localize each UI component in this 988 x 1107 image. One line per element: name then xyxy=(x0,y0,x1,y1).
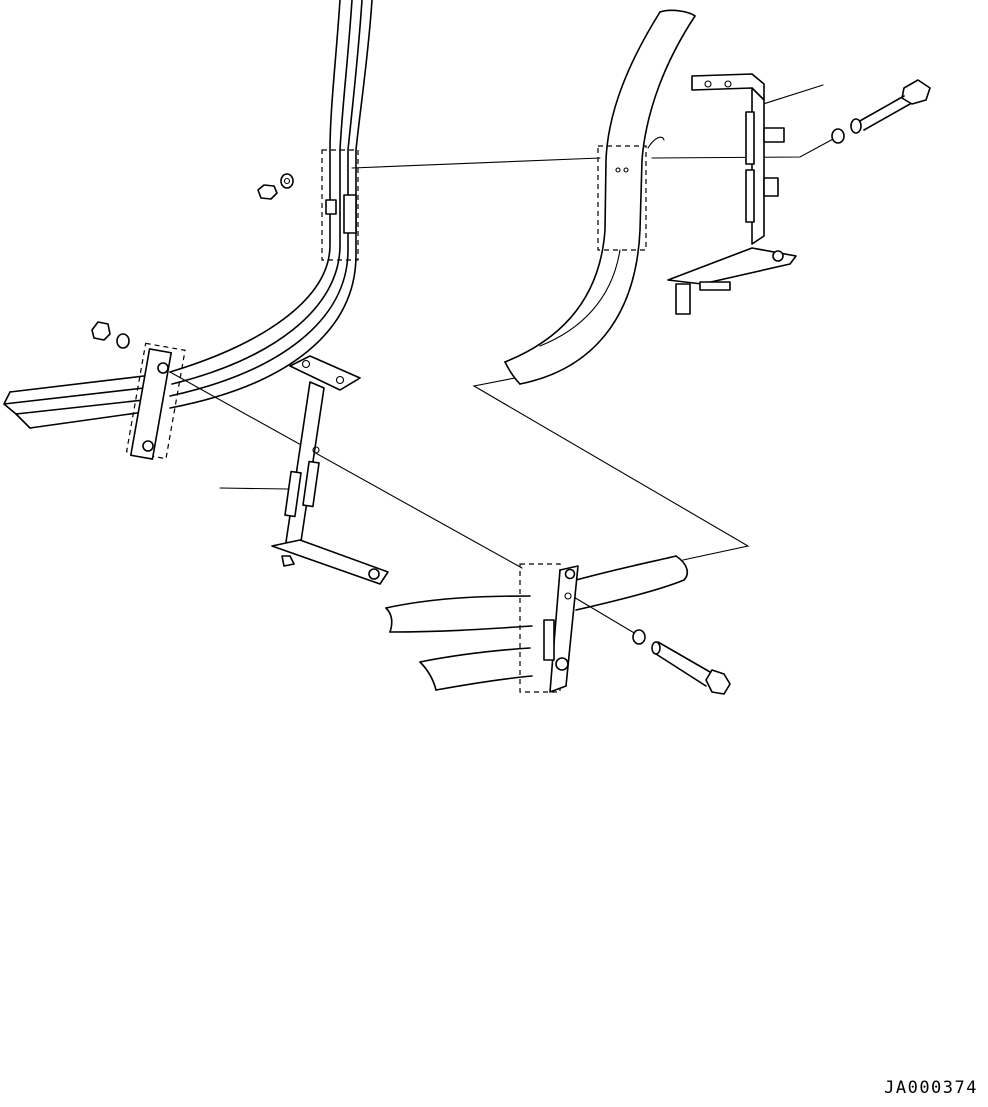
hose-line xyxy=(575,555,677,581)
hose-ends xyxy=(3,391,31,429)
clamp-plate xyxy=(129,348,173,460)
leader-line-top xyxy=(351,157,601,169)
hose-clamp-lower xyxy=(519,563,579,693)
hose-line xyxy=(9,375,145,393)
hose-line xyxy=(169,0,341,373)
bracket-hole-icon xyxy=(704,80,712,88)
nut-washer-top-left xyxy=(257,173,294,200)
clamp-bolt-hole-icon xyxy=(142,440,154,452)
bracket-foot-flange xyxy=(675,283,691,315)
bracket-tab xyxy=(763,177,779,197)
leader-line-diagonal xyxy=(169,371,523,569)
bolt-shank xyxy=(857,95,905,123)
clamp-bolt-hole-icon xyxy=(564,568,576,580)
stay-rib xyxy=(284,470,302,518)
hose-line xyxy=(519,15,696,385)
hose-middle xyxy=(504,9,696,385)
stay-foot-tab xyxy=(281,555,295,567)
washer-hole-icon xyxy=(283,177,291,185)
leader-lines xyxy=(169,84,836,635)
hose-line xyxy=(171,0,353,385)
hose-lower xyxy=(385,555,689,691)
hose-line xyxy=(15,399,145,415)
hose-end xyxy=(419,661,437,691)
stay-top-plate xyxy=(289,355,361,391)
stay-bracket xyxy=(271,355,389,585)
bracket-tab xyxy=(763,127,785,143)
leader-line-washer xyxy=(651,137,836,159)
washer-icon xyxy=(831,128,845,144)
bracket-foot-rib xyxy=(699,281,731,291)
clamp-bolt-hole-icon xyxy=(555,657,569,671)
hose-line xyxy=(419,647,531,663)
bolt-thread-icon xyxy=(651,641,661,655)
bracket-rib xyxy=(745,111,755,165)
bracket-rib xyxy=(745,169,755,223)
stay-hole-icon xyxy=(301,359,311,369)
stay-rib xyxy=(302,460,320,508)
stay-foot xyxy=(271,539,389,585)
clamp-outline xyxy=(597,145,647,251)
hose-clamp-top-left xyxy=(321,149,359,261)
hose-shade xyxy=(539,249,621,347)
washer-icon xyxy=(116,333,130,349)
hose-line xyxy=(169,0,373,409)
hose-end xyxy=(659,9,696,17)
hose-end xyxy=(504,361,521,385)
bolt-washer-right xyxy=(831,79,931,144)
hose-line xyxy=(3,387,145,405)
bolt-shank xyxy=(655,653,707,687)
bolt-thread-icon xyxy=(850,118,862,134)
washer-icon xyxy=(632,629,646,645)
hose-bundle-left xyxy=(3,0,373,429)
nut-icon xyxy=(257,184,278,200)
leader-line-bolt xyxy=(571,595,637,635)
hose-line xyxy=(435,675,533,691)
clamp-hole-icon xyxy=(623,167,629,173)
bolt-head-icon xyxy=(901,79,931,105)
washer-icon xyxy=(280,173,294,189)
clamp-plate xyxy=(343,194,357,234)
leader-line-stay xyxy=(219,487,289,490)
hose-end xyxy=(385,607,393,633)
clamp-outline xyxy=(321,149,359,261)
clamp-hole-icon xyxy=(615,167,621,173)
drawing-id-label: JA000374 xyxy=(884,1078,978,1098)
clamp-tab xyxy=(325,199,337,215)
clamp-rib xyxy=(543,619,555,661)
hose-line xyxy=(389,625,533,633)
stay-hole-icon xyxy=(335,375,345,385)
bolt-shank xyxy=(863,103,911,131)
stay-nut-icon xyxy=(368,568,380,580)
bracket-right xyxy=(667,73,797,315)
leader-line-loop xyxy=(472,377,750,561)
hose-clamp-left xyxy=(91,321,186,460)
hose-line xyxy=(504,11,661,363)
nut-icon xyxy=(91,321,111,341)
bolt-head-icon xyxy=(705,669,731,695)
hose-line xyxy=(169,0,363,397)
bolt-washer-lower xyxy=(632,629,731,695)
bracket-foot xyxy=(667,247,797,285)
stay-hole-icon xyxy=(312,446,320,454)
hose-end xyxy=(675,555,689,581)
clamp-bolt-hole-icon xyxy=(157,362,169,374)
leader-line-bracket xyxy=(759,84,824,106)
bracket-hole-icon xyxy=(724,80,732,88)
hose-line xyxy=(575,579,685,611)
hose-line xyxy=(29,411,145,429)
clamp-outline xyxy=(125,342,186,460)
bolt-shank xyxy=(657,641,711,673)
clamp-hole-icon xyxy=(564,592,572,600)
arrow-icon xyxy=(647,136,665,149)
bracket-nut-icon xyxy=(772,250,784,262)
hose-line xyxy=(385,595,531,609)
